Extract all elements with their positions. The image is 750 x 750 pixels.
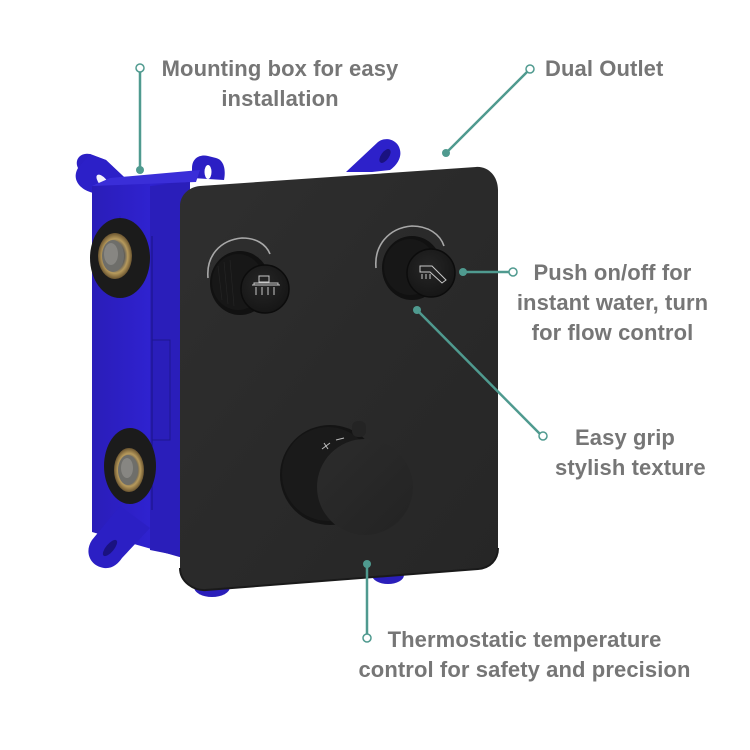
callout-easy-grip: Easy grip stylish texture [555, 423, 706, 483]
callout-dual-line-1: Dual Outlet [545, 56, 664, 81]
callout-line-dual [445, 69, 530, 154]
mounting-ear-top-center [192, 155, 225, 180]
callout-thermostatic: Thermostatic temperature control for saf… [352, 625, 697, 685]
callout-mounting-box: Mounting box for easy installation [155, 54, 405, 114]
callout-push-line-2: instant water, turn [516, 290, 709, 315]
mounting-ear-top-right [346, 139, 401, 172]
temperature-scale-marks [321, 437, 345, 450]
callout-grip-line-1: Easy grip [575, 425, 675, 450]
callout-dual-outlet: Dual Outlet [545, 54, 663, 84]
callout-grip-line-2: stylish texture [555, 455, 706, 480]
callout-push-on-off: Push on/off for instant water, turn for … [505, 258, 720, 348]
temperature-safety-stop[interactable] [352, 421, 366, 437]
callout-mounting-line-1: Mounting box for easy [161, 56, 399, 81]
callout-push-line-3: for flow control [531, 320, 694, 345]
callout-label-dots [135, 63, 548, 643]
mounting-ear-bottom-left [88, 506, 150, 569]
callout-lines [138, 69, 543, 638]
water-inlet-upper [90, 218, 150, 298]
callout-push-line-1: Push on/off for [533, 260, 692, 285]
shower-outlet-knob[interactable] [207, 237, 290, 315]
callout-thermo-line-1: Thermostatic temperature [387, 627, 662, 652]
callout-thermo-line-2: control for safety and precision [358, 657, 691, 682]
water-inlet-lower [104, 428, 156, 504]
thermostatic-dial[interactable] [280, 421, 413, 535]
shower-head-icon [252, 275, 280, 295]
callout-mounting-line-2: installation [221, 86, 339, 111]
bath-spout-icon [419, 265, 447, 284]
callout-line-grip [416, 309, 543, 437]
callout-anchor-dots [136, 149, 467, 568]
spout-outlet-knob[interactable] [375, 225, 456, 300]
